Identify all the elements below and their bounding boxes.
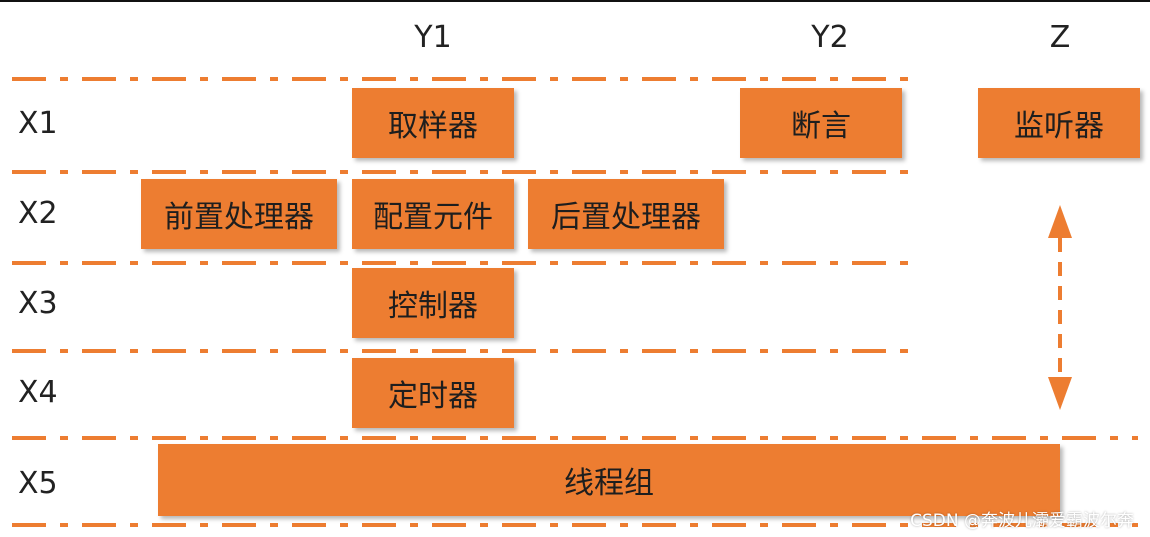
box-thread-group: 线程组 xyxy=(158,444,1060,516)
row-header-x2: X2 xyxy=(18,196,58,231)
row-header-x5: X5 xyxy=(18,466,58,501)
box-assertion: 断言 xyxy=(740,88,902,158)
arrow-up-icon xyxy=(1048,205,1072,238)
column-header-y2: Y2 xyxy=(811,20,849,55)
top-border xyxy=(0,0,1150,2)
box-pre-processor: 前置处理器 xyxy=(141,179,337,249)
box-timer: 定时器 xyxy=(352,358,514,428)
row-header-x1: X1 xyxy=(18,106,58,141)
csdn-watermark: CSDN @奔波儿灞爱霸波尔奔 xyxy=(910,511,1134,531)
row-header-x3: X3 xyxy=(18,286,58,321)
box-listener: 监听器 xyxy=(978,88,1140,158)
box-config-element: 配置元件 xyxy=(352,179,514,249)
box-controller: 控制器 xyxy=(352,268,514,338)
box-post-processor: 后置处理器 xyxy=(528,179,724,249)
box-sampler: 取样器 xyxy=(352,88,514,158)
column-header-y1: Y1 xyxy=(414,20,452,55)
arrow-down-icon xyxy=(1048,377,1072,410)
column-header-z: Z xyxy=(1049,20,1071,55)
row-header-x4: X4 xyxy=(18,375,58,410)
